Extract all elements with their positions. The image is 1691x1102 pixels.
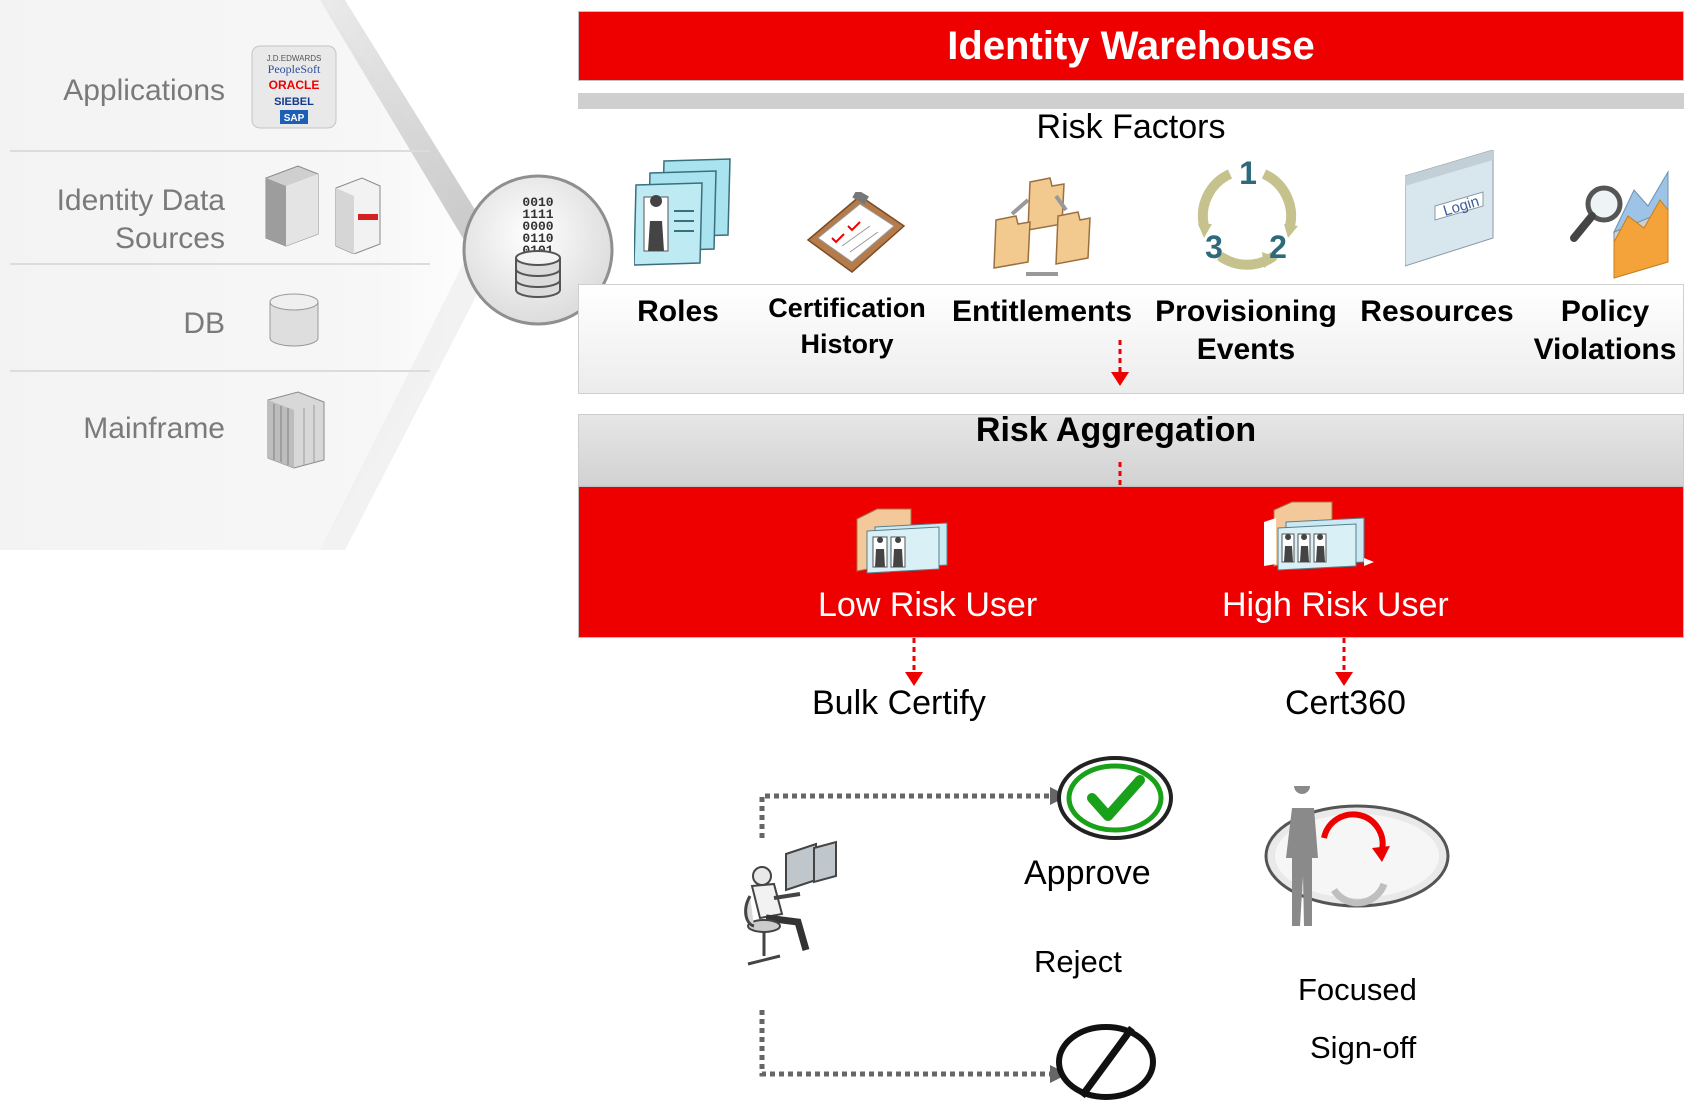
factor-label-policy: Policy (1560, 295, 1650, 328)
certification-clipboard-icon (806, 192, 906, 273)
low-risk-user-icon (856, 508, 948, 574)
header-separator-bar (578, 93, 1684, 109)
reject-prohibited-icon (1056, 1024, 1156, 1100)
logo-text-peoplesoft: PeopleSoft (268, 62, 321, 76)
focused-label: Focused (1298, 972, 1417, 1007)
factor-label-violations: Violations (1533, 333, 1677, 366)
applications-logo-icon: J.D.EDWARDS PeopleSoft ORACLE SIEBEL SAP (251, 45, 337, 129)
source-label-mainframe: Mainframe (83, 412, 225, 445)
cert360-label: Cert360 (1285, 684, 1406, 722)
source-label-db: DB (183, 307, 225, 340)
hub-binary-row: 0110 (522, 231, 553, 246)
cycle-number: 2 (1269, 229, 1287, 265)
source-divider (10, 370, 430, 372)
signoff-label: Sign-off (1310, 1030, 1417, 1065)
approve-check-icon (1057, 756, 1173, 840)
risk-aggregation-title: Risk Aggregation (975, 411, 1257, 449)
factor-label-resources: Resources (1360, 295, 1514, 328)
approve-label: Approve (1024, 854, 1151, 892)
risk-factors-strip (578, 284, 1684, 394)
cycle-number: 3 (1205, 229, 1223, 265)
factor-label-events: Events (1196, 333, 1296, 366)
logo-text-siebel: SIEBEL (274, 96, 314, 108)
policy-violations-chart-icon (1570, 170, 1669, 279)
source-panel-background (0, 0, 500, 550)
hub-binary-row: 0010 (522, 195, 553, 210)
entitlements-folders-icon (993, 177, 1091, 276)
provisioning-cycle-icon: 1 2 3 (1197, 155, 1298, 270)
focused-signoff-icon (1264, 786, 1450, 926)
database-icon (269, 293, 319, 347)
high-risk-user-icon (1264, 501, 1374, 571)
roles-icon (634, 158, 731, 266)
source-divider (10, 263, 430, 265)
connector-to-approve (759, 793, 1050, 838)
reviewer-workstation-icon (744, 840, 837, 966)
source-label-identity-sources: Sources (114, 222, 225, 255)
risk-aggregation-band (578, 414, 1684, 486)
factor-label-entitlements: Entitlements (951, 295, 1133, 328)
connector-to-reject (759, 1010, 1050, 1077)
source-label-applications: Applications (63, 74, 225, 107)
factor-label-certification: Certification (768, 293, 926, 323)
bulk-certify-label: Bulk Certify (812, 684, 986, 722)
risk-factors-title: Risk Factors (1036, 108, 1226, 146)
resources-login-window-icon: Login (1405, 150, 1494, 267)
risk-user-band (578, 486, 1684, 638)
hub-binary-row: 1111 (522, 207, 553, 222)
factor-label-history: History (800, 329, 894, 359)
identity-server-icon (265, 165, 381, 254)
reject-label: Reject (1034, 944, 1122, 979)
logo-text-sap: SAP (284, 113, 305, 124)
cycle-number: 1 (1239, 155, 1257, 191)
high-risk-user-label: High Risk User (1222, 586, 1449, 624)
source-label-identity-data: Identity Data (56, 184, 225, 217)
logo-text-jdedwards: J.D.EDWARDS (267, 54, 322, 63)
hub-binary-row: 0000 (522, 219, 553, 234)
factor-label-provisioning: Provisioning (1155, 295, 1337, 328)
low-risk-user-label: Low Risk User (818, 586, 1038, 624)
factor-label-roles: Roles (637, 295, 719, 328)
logo-text-oracle: ORACLE (269, 78, 320, 92)
source-divider (10, 150, 430, 152)
identity-warehouse-header: Identity Warehouse (578, 11, 1684, 81)
mainframe-icon (267, 391, 325, 469)
